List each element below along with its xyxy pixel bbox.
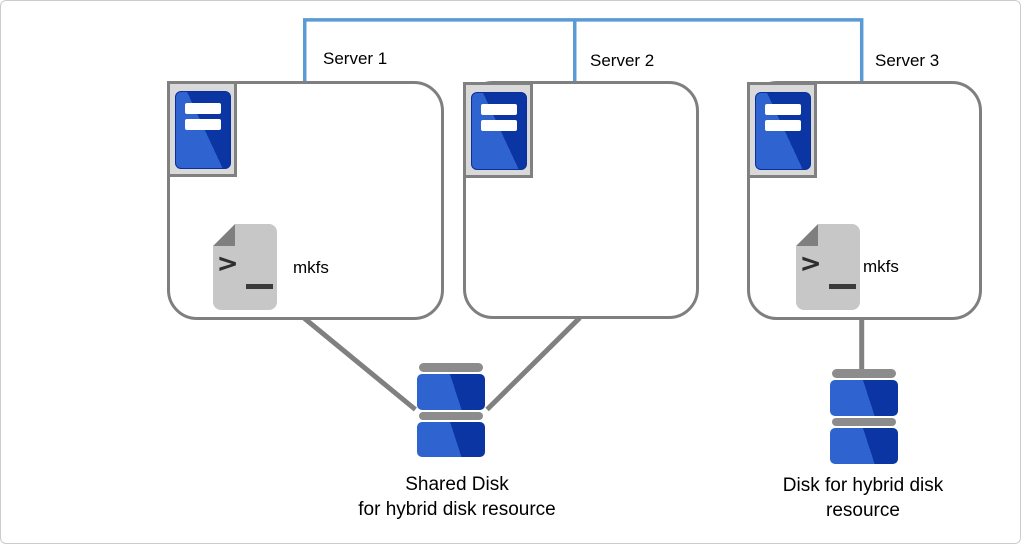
shared-disk-label-line1: Shared Disk bbox=[405, 474, 509, 495]
server-3-label: Server 3 bbox=[875, 51, 940, 70]
server-1-label: Server 1 bbox=[323, 49, 388, 68]
shell-cursor-glyph bbox=[246, 284, 273, 289]
shell-script-icon: > bbox=[213, 224, 277, 310]
server-drive-bay bbox=[185, 103, 221, 114]
server2-shared-disk-connector bbox=[485, 316, 582, 412]
server-tower-glyph bbox=[755, 92, 811, 170]
server-tower-glyph bbox=[471, 92, 527, 170]
disk-platter-cap bbox=[419, 412, 483, 420]
server-1-mkfs-label: mkfs bbox=[293, 258, 329, 277]
shell-prompt-glyph: > bbox=[801, 246, 821, 280]
disk-platter-cap bbox=[419, 363, 483, 372]
server-icon bbox=[747, 82, 817, 178]
server-2-box bbox=[463, 81, 699, 319]
shell-script-icon: > bbox=[796, 224, 860, 310]
server-2-label: Server 2 bbox=[590, 51, 655, 70]
network-interconnect-line bbox=[303, 18, 864, 85]
server1-shared-disk-connector bbox=[302, 315, 417, 412]
disk-platter-cap bbox=[831, 369, 896, 378]
server-drive-bay bbox=[765, 104, 801, 115]
server-icon bbox=[463, 82, 533, 178]
shared-disk-label-line2: for hybrid disk resource bbox=[358, 499, 556, 520]
disk-platter-body bbox=[829, 380, 898, 416]
hybrid-disk-label: Disk for hybrid disk resource bbox=[743, 473, 983, 523]
hybrid-disk-label-line1: Disk for hybrid disk bbox=[782, 475, 944, 496]
disk-platter-body bbox=[417, 422, 485, 457]
hybrid-disk-icon bbox=[829, 369, 898, 466]
server-3-mkfs-label: mkfs bbox=[863, 257, 899, 276]
server-drive-bay bbox=[481, 120, 517, 131]
hybrid-disk-label-line2: resource bbox=[826, 500, 900, 521]
server-icon bbox=[167, 81, 237, 177]
server-tower-glyph bbox=[175, 91, 231, 169]
shell-prompt-glyph: > bbox=[218, 246, 238, 280]
disk-platter-body bbox=[829, 428, 898, 464]
server-drive-bay bbox=[765, 120, 801, 131]
shared-disk-label: Shared Disk for hybrid disk resource bbox=[327, 472, 587, 522]
shell-cursor-glyph bbox=[829, 284, 856, 289]
shared-disk-icon bbox=[417, 363, 485, 459]
server-drive-bay bbox=[185, 119, 221, 130]
disk-platter-body bbox=[417, 374, 485, 410]
disk-platter-cap bbox=[831, 418, 896, 426]
server-drive-bay bbox=[481, 104, 517, 115]
